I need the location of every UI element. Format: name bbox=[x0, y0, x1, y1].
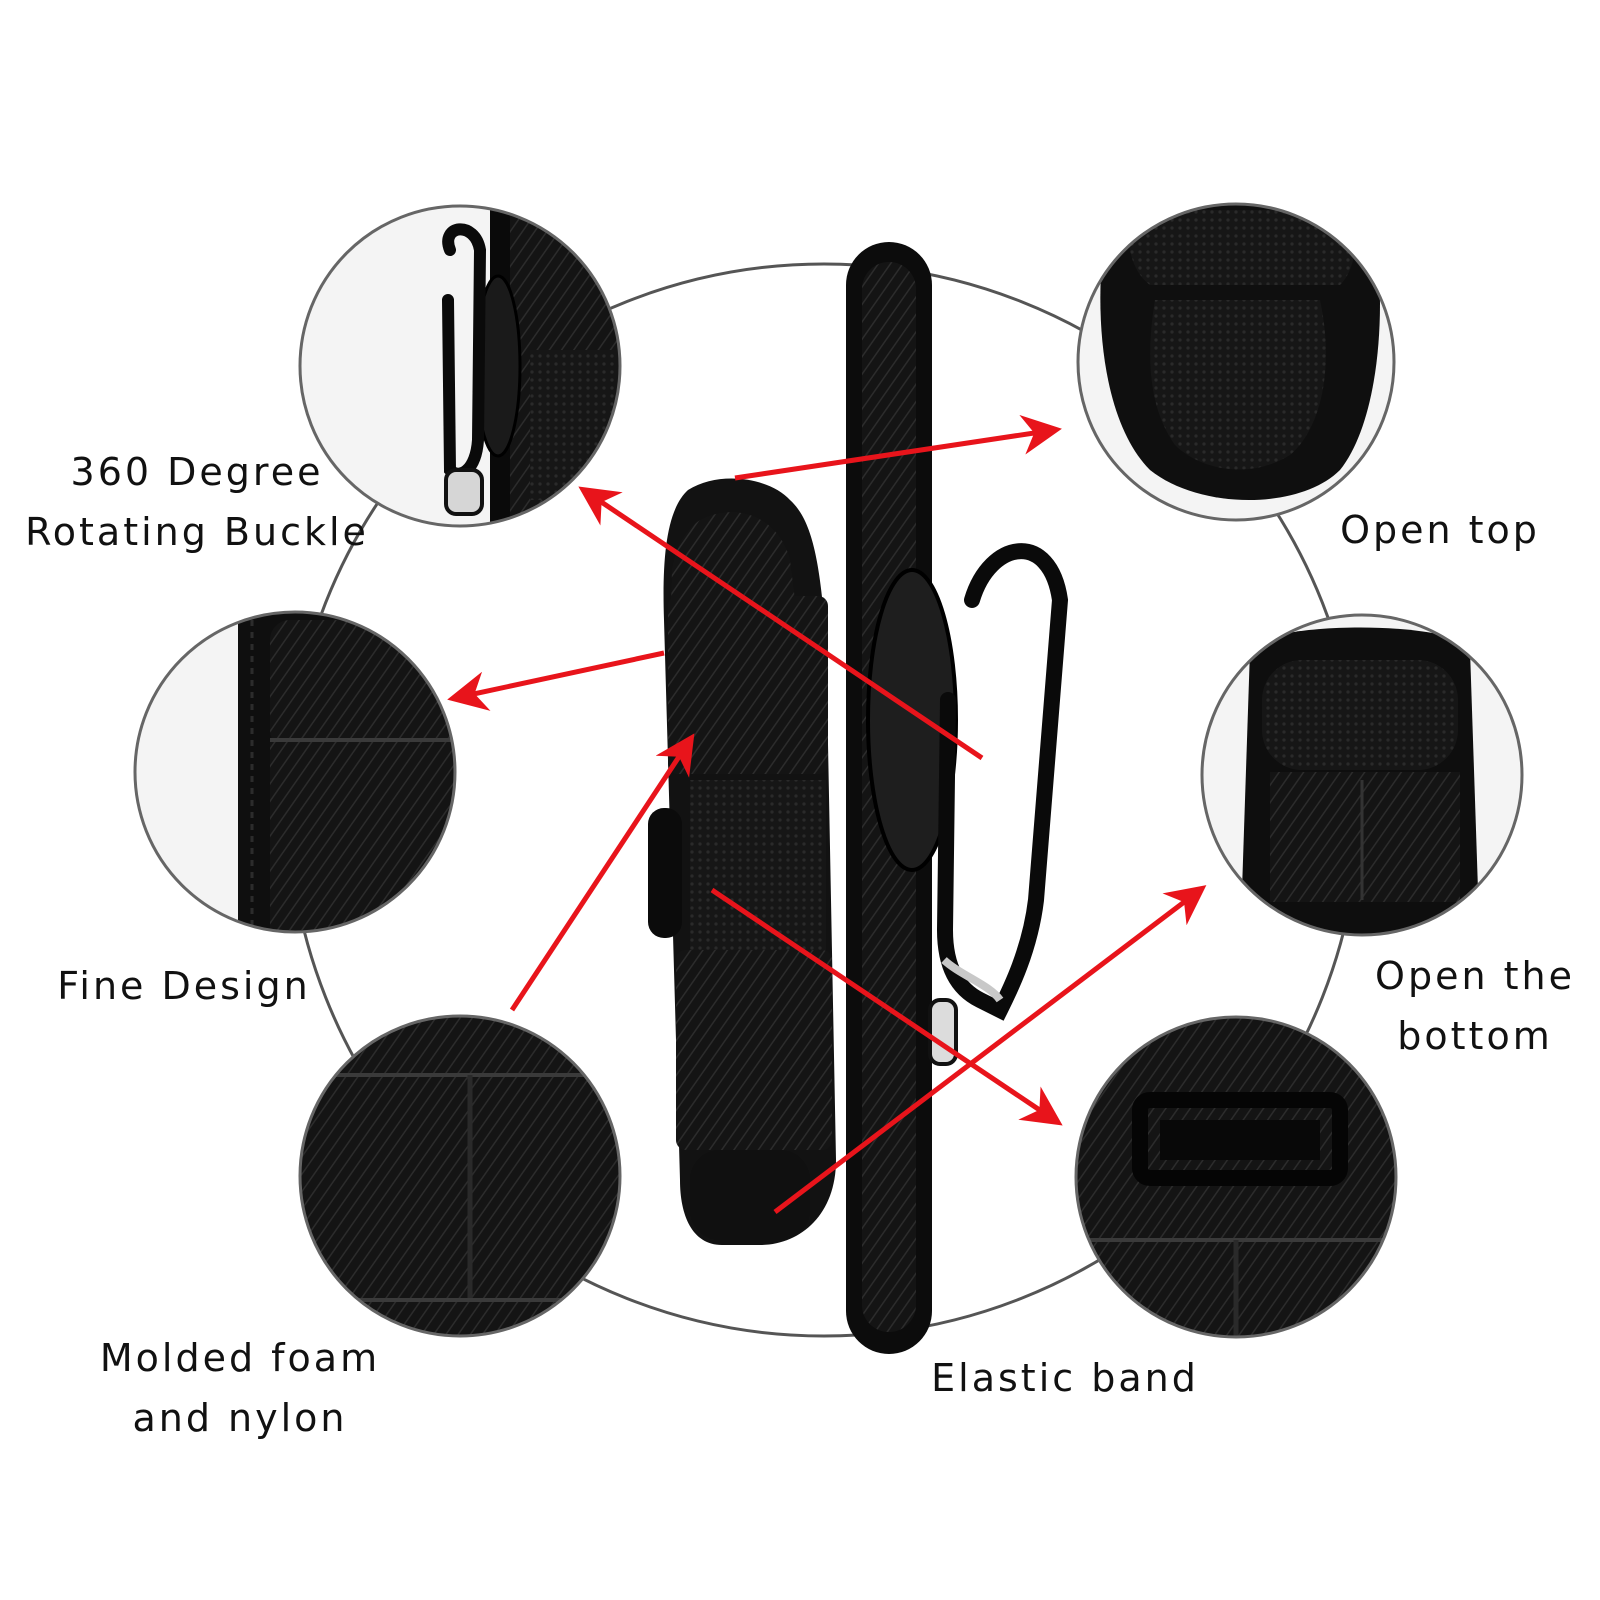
label-fine-design: Fine Design bbox=[14, 956, 354, 1016]
arrow-rotating-buckle bbox=[578, 486, 984, 761]
arrow-elastic-band bbox=[710, 887, 1063, 1126]
label-elastic-band: Elastic band bbox=[905, 1348, 1225, 1408]
label-open-top-line-1: Open top bbox=[1340, 508, 1540, 552]
open-top-closeup bbox=[1078, 204, 1394, 520]
label-molded-foam-line-1: Molded foam bbox=[99, 1336, 381, 1380]
arrow-molded-foam bbox=[509, 733, 695, 1012]
label-open-bottom: Open the bottom bbox=[1360, 946, 1590, 1066]
label-rotating-buckle: 360 Degree Rotating Buckle bbox=[14, 442, 380, 562]
holster-product-image bbox=[648, 242, 1069, 1354]
label-open-top: Open top bbox=[1320, 500, 1560, 560]
label-open-bottom-line-2: bottom bbox=[1397, 1014, 1553, 1058]
arrow-fine-design bbox=[447, 650, 665, 711]
label-molded-foam: Molded foam and nylon bbox=[70, 1328, 410, 1448]
arrow-open-top bbox=[734, 414, 1062, 481]
label-rotating-buckle-line-2: Rotating Buckle bbox=[25, 510, 369, 554]
arrow-open-bottom bbox=[773, 885, 1207, 1214]
label-fine-design-line-1: Fine Design bbox=[57, 964, 311, 1008]
label-molded-foam-line-2: and nylon bbox=[132, 1396, 348, 1440]
open-bottom-closeup bbox=[1202, 615, 1522, 935]
pointer-arrows bbox=[447, 414, 1207, 1214]
elastic-band-closeup bbox=[1076, 1017, 1396, 1337]
label-elastic-band-line-1: Elastic band bbox=[931, 1356, 1199, 1400]
label-open-bottom-line-1: Open the bbox=[1375, 954, 1575, 998]
nylon-fabric-closeup bbox=[300, 1016, 620, 1336]
label-rotating-buckle-line-1: 360 Degree bbox=[70, 450, 324, 494]
